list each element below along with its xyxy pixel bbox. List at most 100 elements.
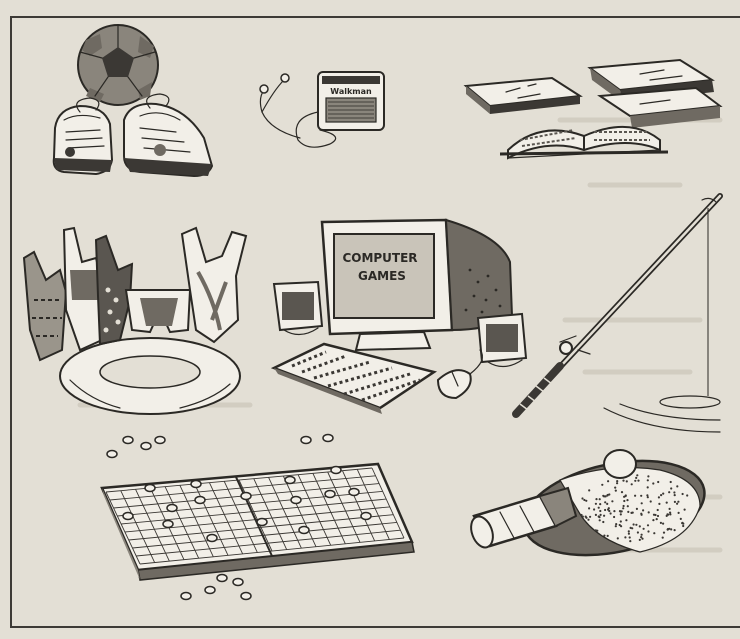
paddle-stipple-dot bbox=[599, 513, 602, 517]
computer-icon: COMPUTER GAMES bbox=[270, 218, 528, 414]
board-grid-line bbox=[136, 529, 401, 557]
paddle-stipple-dot bbox=[634, 479, 637, 482]
paddle-stipple-dot bbox=[665, 501, 668, 504]
paddle-stipple-dot bbox=[618, 523, 621, 527]
paddle-stipple-dot bbox=[662, 531, 666, 534]
paddle-stipple-dot bbox=[642, 527, 645, 530]
paddle-stipple-dot bbox=[640, 533, 643, 536]
paddle-stipple-dot bbox=[593, 508, 596, 511]
paddle-stipple-dot bbox=[583, 498, 586, 502]
paddle-stipple-dot bbox=[661, 536, 664, 539]
paddle-stipple-dot bbox=[646, 494, 649, 497]
paddle-stipple-dot bbox=[598, 498, 601, 501]
board-grid-line bbox=[209, 482, 244, 555]
board-grid-line bbox=[128, 514, 394, 541]
paddle-stipple-dot bbox=[653, 532, 656, 535]
paddle-stipple-dot bbox=[604, 508, 607, 512]
paddle-stipple-dot bbox=[670, 487, 673, 490]
paddle-stipple-dot bbox=[602, 520, 605, 524]
paddle-stipple-dot bbox=[647, 475, 650, 478]
paddle-stipple-dot bbox=[647, 511, 650, 514]
paddle-stipple-dot bbox=[669, 480, 672, 484]
paddle-stipple-dot bbox=[638, 538, 641, 542]
paddle-stipple-dot bbox=[640, 494, 643, 497]
paddle-stipple-dot bbox=[652, 482, 655, 485]
board-grid-line bbox=[109, 475, 376, 501]
paddle-stipple-dot bbox=[587, 518, 590, 521]
paddle-stipple-dot bbox=[683, 508, 686, 511]
paddle-stipple-dot bbox=[662, 492, 665, 495]
paddle-stipple-dot bbox=[624, 536, 627, 539]
paddle-stipple-dot bbox=[638, 525, 641, 528]
paddle-stipple-dot bbox=[636, 474, 639, 477]
paddle-stipple-dot bbox=[619, 510, 622, 513]
paddle-stipple-dot bbox=[597, 506, 600, 509]
paddle-stipple-dot bbox=[624, 494, 627, 497]
paddle-stipple-dot bbox=[628, 536, 631, 539]
paddle-stipple-dot bbox=[656, 514, 660, 518]
board-grid-line bbox=[282, 475, 317, 547]
paddle-stipple-dot bbox=[614, 525, 617, 528]
paddle-stipple-dot bbox=[622, 479, 625, 482]
paddle-stipple-dot bbox=[598, 519, 601, 522]
paddle-stipple-dot bbox=[614, 486, 617, 489]
paddle-stipple-dot bbox=[581, 497, 584, 500]
walkman-icon: Walkman bbox=[259, 71, 385, 148]
paddle-stipple-dot bbox=[625, 519, 628, 522]
paddle-stipple-dot bbox=[602, 494, 605, 497]
paddle-stipple-dot bbox=[673, 529, 676, 532]
paddle-stipple-dot bbox=[647, 530, 650, 533]
paddle-stipple-dot bbox=[580, 513, 583, 517]
paddle-stipple-dot bbox=[669, 511, 672, 514]
paddle-stipple-dot bbox=[620, 491, 624, 494]
paddle-stipple-dot bbox=[626, 499, 629, 502]
board-grid-line bbox=[179, 485, 214, 557]
paddle-stipple-dot bbox=[652, 513, 656, 516]
paddle-stipple-dot bbox=[625, 480, 628, 483]
soccer-ball-and-shoes-icon bbox=[52, 24, 214, 178]
paddle-stipple-dot bbox=[588, 507, 591, 510]
paddle-stipple-dot bbox=[666, 528, 670, 531]
paddle-stipple-dot bbox=[640, 502, 643, 505]
paddle-stipple-dot bbox=[668, 507, 671, 510]
board-grid-line bbox=[121, 498, 387, 525]
paddle-stipple-dot bbox=[622, 507, 625, 510]
paddle-stipple-dot bbox=[585, 516, 588, 519]
paddle-stipple-dot bbox=[588, 489, 591, 492]
paddle-stipple-dot bbox=[611, 500, 614, 503]
paddle-stipple-dot bbox=[677, 511, 680, 514]
paddle-stipple-dot bbox=[676, 485, 679, 488]
paddle-stipple-dot bbox=[630, 511, 633, 514]
paddle-stipple-dot bbox=[601, 483, 604, 486]
paddle-stipple-dot bbox=[635, 476, 638, 479]
paddle-stipple-dot bbox=[686, 494, 689, 497]
paddle-stipple-dot bbox=[619, 513, 622, 516]
paddle-stipple-dot bbox=[599, 509, 602, 513]
paddle-stipple-dot bbox=[606, 502, 609, 505]
paddle-stipple-dot bbox=[594, 502, 598, 505]
board-grid-line bbox=[327, 471, 361, 543]
paddle-stipple-dot bbox=[596, 529, 599, 532]
paddle-stipple-dot bbox=[641, 537, 644, 540]
paddle-stipple-dot bbox=[606, 494, 609, 497]
board-grid-line bbox=[120, 490, 156, 563]
paddle-stipple-dot bbox=[603, 514, 606, 517]
board-grid-line bbox=[253, 478, 288, 550]
board-grid-line bbox=[139, 537, 405, 565]
paddle-stipple-dot bbox=[642, 509, 645, 512]
paddle-stipple-dot bbox=[649, 500, 652, 503]
screen-text-line1: COMPUTER bbox=[342, 251, 417, 265]
paddle-stipple-dot bbox=[585, 499, 588, 502]
paddle-stipple-dot bbox=[635, 523, 638, 526]
paddle-stipple-dot bbox=[604, 501, 607, 504]
paddle-stipple-dot bbox=[657, 480, 660, 484]
paddle-stipple-dot bbox=[635, 507, 639, 510]
ping-pong-paddle-icon bbox=[470, 449, 706, 557]
paddle-stipple-dot bbox=[681, 492, 684, 496]
board-grid-line bbox=[371, 467, 405, 539]
paddle-stipple-dot bbox=[640, 512, 643, 515]
paddle-stipple-dot bbox=[594, 513, 598, 517]
paddle-stipple-dot bbox=[640, 536, 643, 539]
paddle-stipple-dot bbox=[657, 496, 661, 499]
board-grid-line bbox=[132, 521, 397, 549]
